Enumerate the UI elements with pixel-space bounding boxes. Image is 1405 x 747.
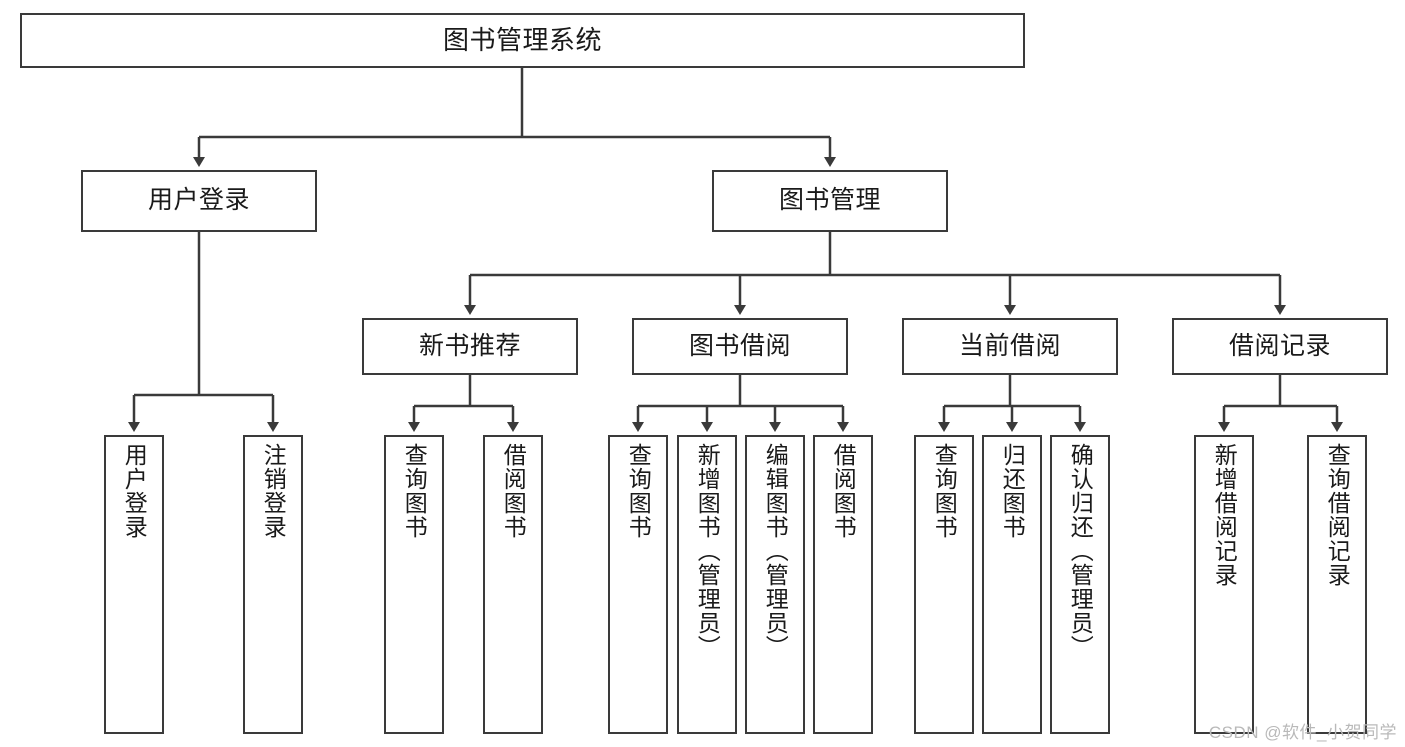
node-root[interactable]: 图书管理系统	[20, 13, 1025, 68]
node-user-login-label: 用户登录	[147, 186, 250, 215]
leaf-query-borrow-record-label: 查询借阅记录	[1324, 443, 1351, 587]
leaf-edit-book-admin[interactable]: 编辑图书（管理员）	[745, 435, 805, 734]
node-user-login[interactable]: 用户登录	[81, 170, 317, 232]
leaf-return-book-label: 归还图书	[999, 443, 1026, 539]
node-new-book-recommend-label: 新书推荐	[418, 331, 521, 360]
leaf-user-login-label: 用户登录	[121, 443, 148, 539]
leaf-user-login[interactable]: 用户登录	[104, 435, 164, 734]
leaf-add-book-admin-label: 新增图书（管理员）	[694, 443, 721, 659]
node-root-label: 图书管理系统	[442, 25, 602, 56]
node-book-borrow[interactable]: 图书借阅	[632, 318, 848, 375]
leaf-query-book-recommend[interactable]: 查询图书	[384, 435, 444, 734]
node-book-management[interactable]: 图书管理	[712, 170, 948, 232]
node-borrow-record[interactable]: 借阅记录	[1172, 318, 1388, 375]
leaf-user-logout[interactable]: 注销登录	[243, 435, 303, 734]
watermark: CSDN @软件_小贺同学	[1208, 723, 1397, 742]
leaf-query-book-current-label: 查询图书	[931, 443, 958, 539]
leaf-query-book-recommend-label: 查询图书	[401, 443, 428, 539]
node-book-borrow-label: 图书借阅	[688, 331, 791, 360]
node-current-borrow-label: 当前借阅	[958, 331, 1061, 360]
leaf-user-logout-label: 注销登录	[260, 443, 287, 539]
leaf-borrow-book[interactable]: 借阅图书	[813, 435, 873, 734]
leaf-borrow-book-recommend-label: 借阅图书	[500, 443, 527, 539]
leaf-borrow-book-recommend[interactable]: 借阅图书	[483, 435, 543, 734]
leaf-edit-book-admin-label: 编辑图书（管理员）	[762, 443, 789, 659]
leaf-add-borrow-record[interactable]: 新增借阅记录	[1194, 435, 1254, 734]
leaf-borrow-book-label: 借阅图书	[830, 443, 857, 539]
leaf-query-book-current[interactable]: 查询图书	[914, 435, 974, 734]
leaf-return-book[interactable]: 归还图书	[982, 435, 1042, 734]
leaf-query-book-borrow[interactable]: 查询图书	[608, 435, 668, 734]
leaf-add-book-admin[interactable]: 新增图书（管理员）	[677, 435, 737, 734]
leaf-query-borrow-record[interactable]: 查询借阅记录	[1307, 435, 1367, 734]
node-current-borrow[interactable]: 当前借阅	[902, 318, 1118, 375]
leaf-add-borrow-record-label: 新增借阅记录	[1211, 443, 1238, 587]
node-borrow-record-label: 借阅记录	[1228, 331, 1331, 360]
leaf-query-book-borrow-label: 查询图书	[625, 443, 652, 539]
leaf-confirm-return-admin-label: 确认归还（管理员）	[1067, 443, 1094, 659]
leaf-confirm-return-admin[interactable]: 确认归还（管理员）	[1050, 435, 1110, 734]
node-new-book-recommend[interactable]: 新书推荐	[362, 318, 578, 375]
node-book-management-label: 图书管理	[778, 186, 881, 215]
